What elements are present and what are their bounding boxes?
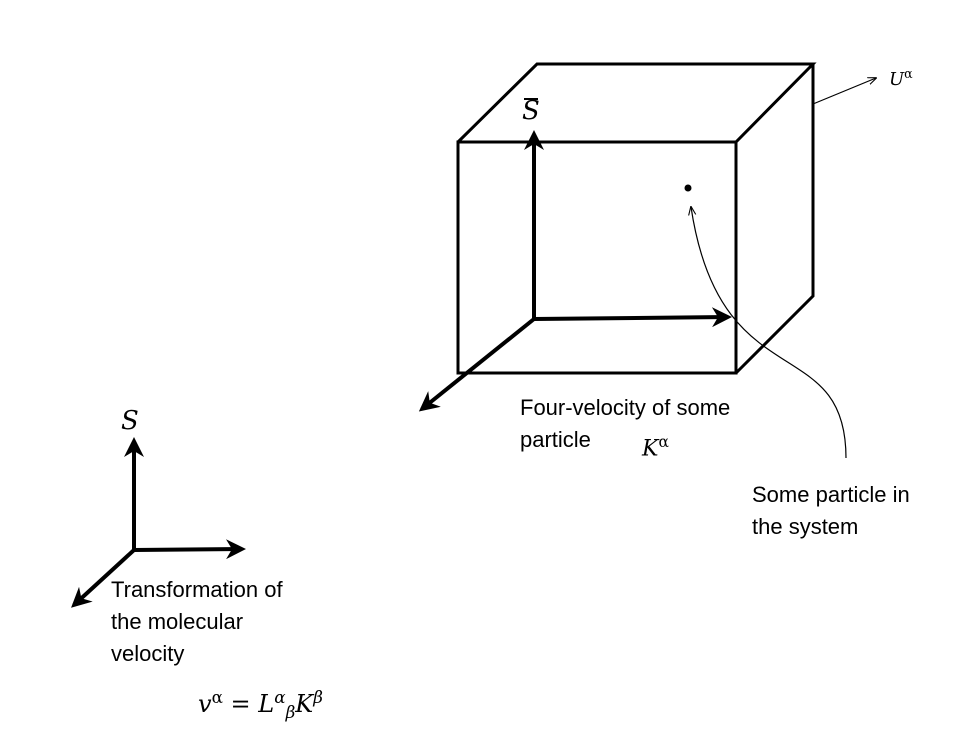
- lab-frame-horizontal-axis: [133, 539, 246, 560]
- moving-frame-depth-axis: [418, 317, 536, 412]
- moving-frame-horizontal-axis: [533, 307, 732, 328]
- system-cube: [456, 62, 817, 375]
- particle-dot: [684, 184, 692, 192]
- lab-frame-axes: [71, 437, 246, 608]
- particle-note: Some particle in the system: [752, 482, 910, 539]
- cube-top-face: [456, 62, 817, 144]
- overbar: [524, 98, 538, 100]
- cube-right-face: [734, 64, 815, 375]
- lab-frame-label: S: [121, 406, 139, 436]
- transformation-note: Transformation of the molecular velocity: [111, 577, 283, 666]
- particle-velocity-symbol: Kα: [642, 433, 669, 462]
- four-velocity-label: Four-velocity of some particle: [520, 395, 731, 452]
- lab-frame-depth-axis: [71, 548, 136, 608]
- transformation-equation: vα = LαβKβ: [198, 687, 323, 722]
- system-velocity-arrow: [812, 78, 876, 105]
- moving-frame-label: S: [522, 96, 540, 126]
- particle-pointer-curve: [691, 207, 847, 459]
- cube-front-face: [456, 140, 738, 375]
- moving-frame-axes: [418, 130, 732, 412]
- system-velocity-symbol: Uα: [889, 66, 913, 90]
